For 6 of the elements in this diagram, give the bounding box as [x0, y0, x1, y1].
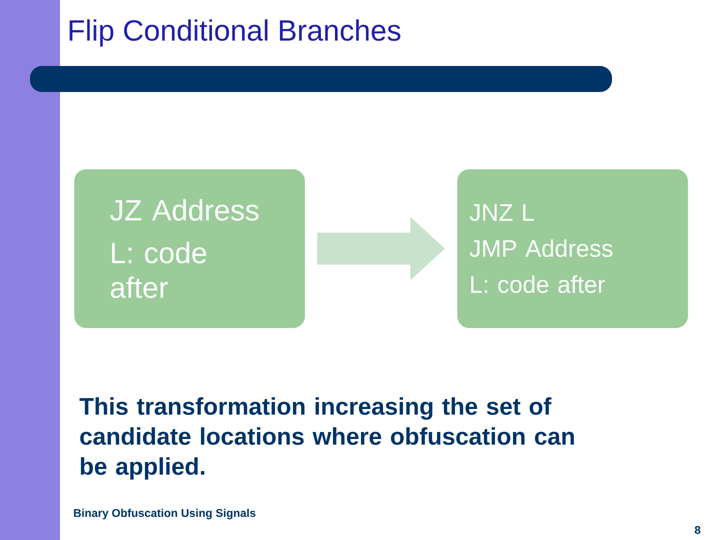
process-box: JNZ L JMP Address L: code after [457, 169, 688, 328]
title: Flip Conditional Branches [70, 19, 400, 47]
footer-text: Binary Obfuscation Using Signals [74, 508, 256, 520]
process-box: JZ Address L: code after [74, 169, 305, 328]
body-text: This transformation increasing the set of candidate locations where obfuscation can be applied. [80, 397, 574, 480]
page-number: 8 [694, 526, 700, 534]
